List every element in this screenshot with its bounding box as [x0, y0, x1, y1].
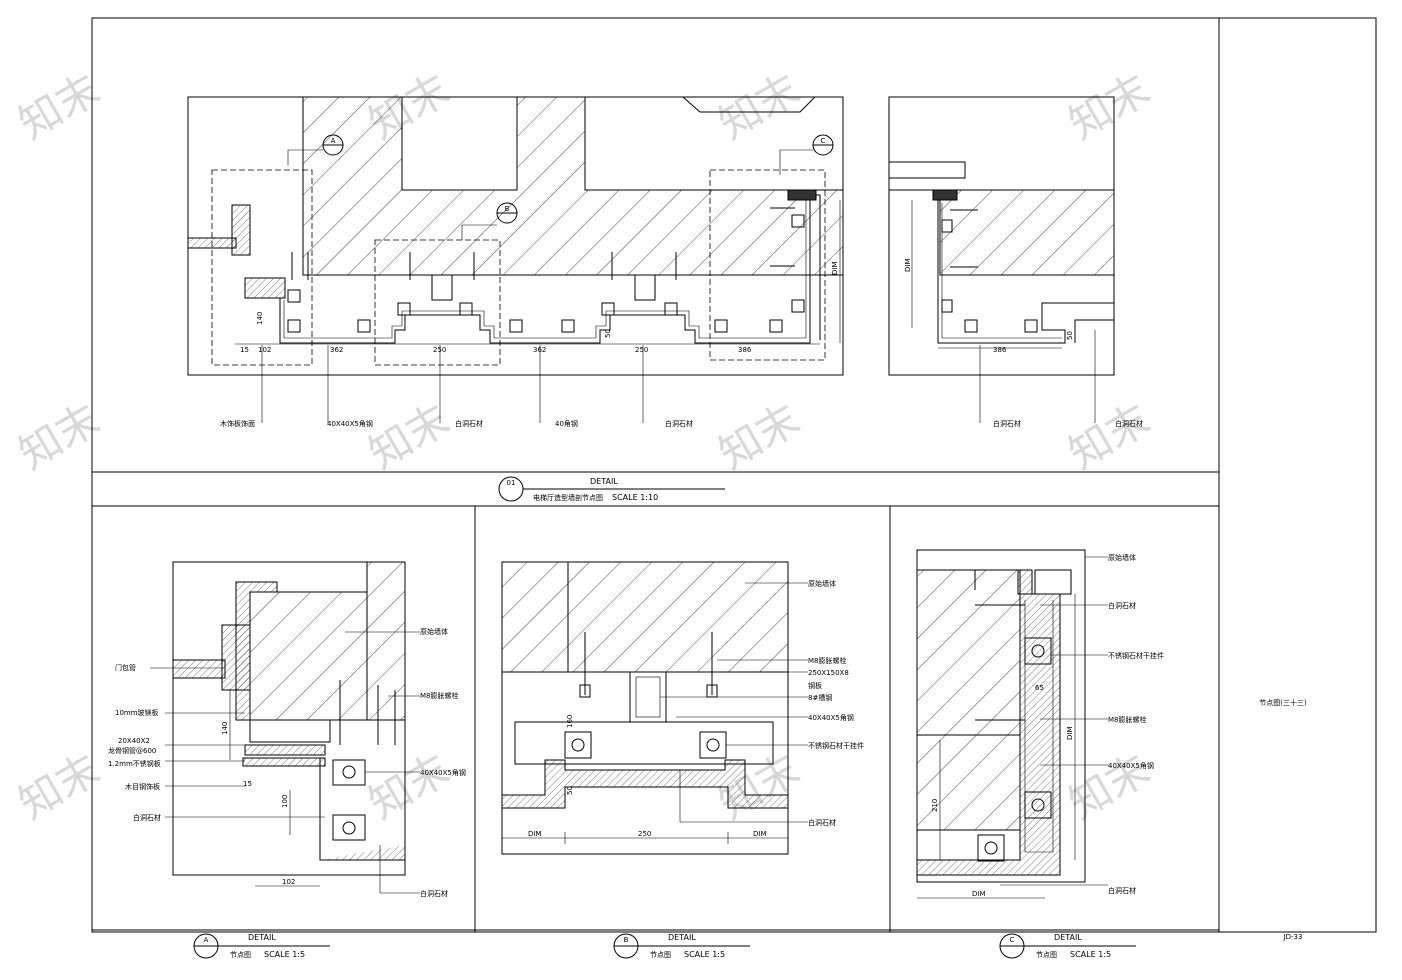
svg-text:知末: 知末	[1061, 394, 1158, 478]
svg-text:知末: 知末	[1061, 64, 1158, 148]
svg-text:250: 250	[635, 346, 648, 354]
svg-text:M8膨胀螺栓: M8膨胀螺栓	[420, 691, 459, 700]
svg-text:65: 65	[1035, 684, 1044, 692]
svg-text:DETAIL: DETAIL	[248, 933, 276, 942]
detail-c: 原始墙体 白洞石材 不锈钢石材干挂件 M8膨胀螺栓 40X40X5角钢 白洞石材…	[916, 549, 1164, 899]
svg-text:B: B	[505, 205, 510, 213]
svg-text:10mm玻镁板: 10mm玻镁板	[115, 708, 159, 717]
svg-text:DIM: DIM	[972, 890, 986, 898]
svg-text:知末: 知末	[361, 744, 458, 828]
svg-text:知末: 知末	[11, 64, 108, 148]
svg-text:362: 362	[533, 346, 546, 354]
svg-text:50: 50	[604, 329, 612, 338]
svg-text:C: C	[821, 137, 826, 145]
main-plan-detail: A B C 15 102 362 250 362 250 386 140 50 …	[187, 96, 844, 428]
detail-c-title: C DETAIL 节点图 SCALE 1:5	[999, 933, 1136, 959]
svg-text:SCALE 1:10: SCALE 1:10	[612, 493, 658, 502]
svg-text:电梯厅造型墙剖节点图: 电梯厅造型墙剖节点图	[533, 493, 603, 502]
svg-text:知末: 知末	[711, 64, 808, 148]
svg-text:DIM: DIM	[831, 262, 839, 276]
side-plan-detail: DIM 386 50 白洞石材 白洞石材	[888, 96, 1143, 428]
svg-text:知末: 知末	[11, 744, 108, 828]
svg-text:250: 250	[433, 346, 446, 354]
svg-text:20X40X2: 20X40X2	[118, 737, 150, 745]
svg-text:原始墙体: 原始墙体	[420, 627, 448, 636]
svg-text:DIM: DIM	[1066, 727, 1074, 741]
svg-text:原始墙体: 原始墙体	[808, 579, 836, 588]
svg-text:木饰板饰面: 木饰板饰面	[220, 419, 255, 428]
detail-b-title: B DETAIL 节点图 SCALE 1:5	[613, 933, 750, 959]
svg-text:SCALE 1:5: SCALE 1:5	[264, 950, 305, 959]
detail-a: 原始墙体 门包管 10mm玻镁板 20X40X2 龙骨钢管@600 1.2mm不…	[108, 561, 466, 898]
detail-b: 原始墙体 M8膨胀螺栓 250X150X8 钢板 8#槽钢 40X40X5角钢 …	[501, 561, 864, 855]
svg-text:160: 160	[566, 715, 574, 728]
svg-text:362: 362	[330, 346, 343, 354]
svg-text:木目钢饰板: 木目钢饰板	[125, 782, 160, 791]
svg-text:节点图: 节点图	[230, 951, 251, 959]
svg-text:50: 50	[1066, 331, 1074, 340]
svg-text:40X40X5角钢: 40X40X5角钢	[808, 713, 854, 722]
svg-text:250X150X8: 250X150X8	[808, 669, 849, 677]
svg-text:知末: 知末	[361, 394, 458, 478]
svg-text:知末: 知末	[11, 394, 108, 478]
svg-text:40X40X5角钢: 40X40X5角钢	[1108, 761, 1154, 770]
sheet-title: 节点图(三十三)	[1259, 698, 1307, 707]
sheet-frame	[91, 17, 1377, 933]
svg-text:白洞石材: 白洞石材	[133, 813, 161, 822]
svg-text:门包管: 门包管	[115, 663, 136, 672]
svg-text:白洞石材: 白洞石材	[993, 419, 1021, 428]
svg-text:A: A	[204, 936, 209, 944]
svg-text:不锈钢石材干挂件: 不锈钢石材干挂件	[1108, 651, 1164, 660]
svg-text:DETAIL: DETAIL	[590, 477, 618, 486]
svg-text:DIM: DIM	[904, 259, 912, 273]
svg-text:白洞石材: 白洞石材	[420, 889, 448, 898]
svg-text:SCALE 1:5: SCALE 1:5	[684, 950, 725, 959]
svg-text:白洞石材: 白洞石材	[1108, 886, 1136, 895]
svg-text:钢板: 钢板	[808, 681, 822, 690]
svg-text:DETAIL: DETAIL	[1054, 933, 1082, 942]
svg-text:DIM: DIM	[753, 830, 767, 838]
svg-text:白洞石材: 白洞石材	[1108, 601, 1136, 610]
svg-text:102: 102	[258, 346, 271, 354]
svg-text:102: 102	[282, 878, 295, 886]
svg-text:250: 250	[638, 830, 651, 838]
svg-text:DETAIL: DETAIL	[668, 933, 696, 942]
svg-text:15: 15	[240, 346, 249, 354]
svg-text:白洞石材: 白洞石材	[665, 419, 693, 428]
svg-text:SCALE 1:5: SCALE 1:5	[1070, 950, 1111, 959]
svg-text:40角钢: 40角钢	[555, 419, 578, 428]
svg-text:白洞石材: 白洞石材	[808, 818, 836, 827]
svg-text:白洞石材: 白洞石材	[455, 419, 483, 428]
svg-text:C: C	[1010, 936, 1015, 944]
svg-text:40X40X5角钢: 40X40X5角钢	[327, 419, 373, 428]
svg-text:节点图: 节点图	[1036, 951, 1057, 959]
detail-a-title: A DETAIL 节点图 SCALE 1:5	[193, 933, 330, 959]
svg-text:140: 140	[256, 312, 264, 325]
svg-text:8#槽钢: 8#槽钢	[808, 693, 832, 702]
svg-text:100: 100	[281, 795, 289, 808]
svg-text:知末: 知末	[711, 394, 808, 478]
svg-text:DIM: DIM	[528, 830, 542, 838]
svg-text:140: 140	[221, 722, 229, 735]
svg-text:M8膨胀螺栓: M8膨胀螺栓	[808, 656, 847, 665]
svg-text:210: 210	[931, 799, 939, 812]
svg-text:50: 50	[566, 786, 574, 795]
svg-text:M8膨胀螺栓: M8膨胀螺栓	[1108, 715, 1147, 724]
main-title-block: 01 DETAIL 电梯厅造型墙剖节点图 SCALE 1:10	[498, 476, 725, 502]
svg-text:白洞石材: 白洞石材	[1115, 419, 1143, 428]
svg-text:A: A	[331, 137, 336, 145]
svg-text:15: 15	[243, 780, 252, 788]
svg-text:不锈钢石材干挂件: 不锈钢石材干挂件	[808, 741, 864, 750]
drawing-number: JD-33	[1283, 933, 1303, 941]
svg-text:386: 386	[738, 346, 752, 354]
svg-text:龙骨钢管@600: 龙骨钢管@600	[108, 746, 156, 755]
svg-text:386: 386	[993, 346, 1007, 354]
svg-text:01: 01	[507, 479, 516, 487]
svg-text:B: B	[624, 936, 629, 944]
svg-text:原始墙体: 原始墙体	[1108, 553, 1136, 562]
svg-text:1.2mm不锈钢板: 1.2mm不锈钢板	[108, 759, 161, 768]
svg-text:40X40X5角钢: 40X40X5角钢	[420, 768, 466, 777]
svg-text:节点图: 节点图	[650, 951, 671, 959]
